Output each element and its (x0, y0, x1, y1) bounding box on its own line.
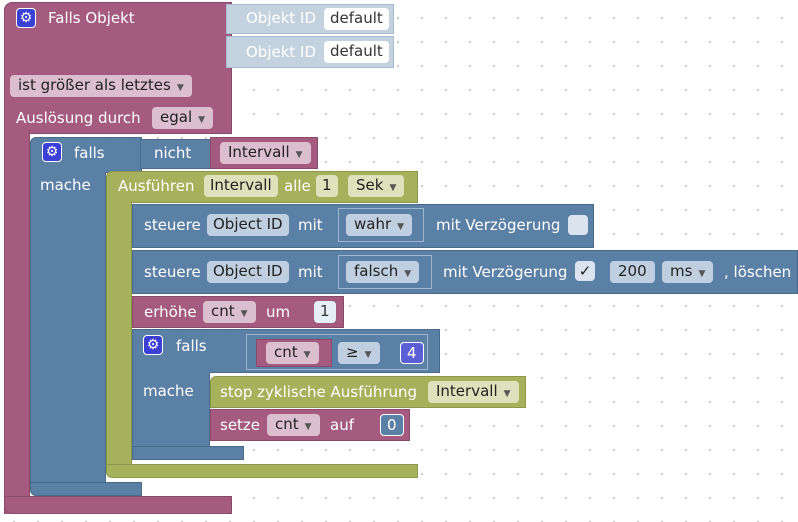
if-mache-label: mache (40, 176, 91, 194)
control-object-field[interactable]: Object ID (207, 261, 289, 283)
value-dropdown[interactable]: falsch▼ (346, 261, 420, 283)
gear-icon[interactable]: ⚙ (16, 8, 36, 28)
if-block-inner-bottom (132, 446, 244, 460)
chevron-down-icon: ▼ (364, 350, 372, 360)
object-id-label: Objekt ID (246, 9, 317, 27)
chevron-down-icon: ▼ (295, 150, 303, 160)
control-label: steuere (144, 263, 201, 281)
interval-every-label: alle (284, 177, 311, 195)
if-mache-label: mache (143, 382, 194, 400)
object-id-value[interactable]: default (324, 41, 389, 63)
delay-label: mit Verzögerung (436, 216, 561, 234)
object-id-label: Objekt ID (246, 43, 317, 61)
increment-label: erhöhe (144, 303, 197, 321)
delay-unit-dropdown[interactable]: ms▼ (662, 261, 714, 283)
if-block-outer-rail (30, 172, 106, 484)
delay-label: mit Verzögerung (443, 263, 568, 281)
gear-icon[interactable]: ⚙ (143, 335, 163, 355)
not-label: nicht (154, 144, 192, 162)
set-label: setze (220, 416, 261, 434)
value-dropdown[interactable]: wahr▼ (346, 214, 413, 236)
trigger-block-left-rail (4, 130, 30, 514)
condition-dropdown[interactable]: ist größer als letztes▼ (10, 75, 192, 97)
if-falls-label: falls (74, 144, 105, 162)
operator-dropdown[interactable]: ≥▼ (338, 342, 380, 364)
trigger-title: Falls Objekt (48, 9, 135, 27)
stop-var-dropdown[interactable]: Intervall▼ (428, 381, 519, 403)
interval-var-field[interactable]: Intervall (204, 175, 278, 197)
clear-label: , löschen (724, 263, 792, 281)
increment-var-dropdown[interactable]: cnt▼ (203, 301, 256, 323)
gear-icon[interactable]: ⚙ (42, 142, 62, 162)
delay-checkbox[interactable] (568, 215, 588, 235)
chevron-down-icon: ▼ (404, 269, 412, 279)
set-to-label: auf (330, 416, 354, 434)
interval-unit-dropdown[interactable]: Sek▼ (348, 175, 405, 197)
set-var-dropdown[interactable]: cnt▼ (267, 414, 320, 436)
stop-label: stop zyklische Ausführung (220, 383, 418, 401)
delay-value[interactable]: 200 (610, 261, 655, 283)
chevron-down-icon: ▼ (397, 222, 405, 232)
control-label: steuere (144, 216, 201, 234)
interval-block-bottom (106, 464, 418, 478)
control-mit-label: mit (298, 216, 323, 234)
if-block-inner-rail (132, 372, 210, 448)
control-object-field[interactable]: Object ID (207, 214, 289, 236)
chevron-down-icon: ▼ (240, 309, 248, 319)
chevron-down-icon: ▼ (176, 83, 184, 93)
not-block[interactable] (140, 139, 220, 169)
chevron-down-icon: ▼ (303, 350, 311, 360)
control-mit-label: mit (298, 263, 323, 281)
set-value[interactable]: 0 (380, 414, 404, 436)
increment-amount[interactable]: 1 (314, 301, 336, 323)
trigger-dropdown[interactable]: egal▼ (152, 107, 214, 129)
if-block-outer-bottom (30, 482, 142, 496)
chevron-down-icon: ▼ (503, 389, 511, 399)
chevron-down-icon: ▼ (389, 183, 397, 193)
if-falls-label: falls (176, 337, 207, 355)
increment-by-label: um (266, 303, 291, 321)
interval-variable-dropdown[interactable]: Intervall▼ (220, 142, 311, 164)
interval-block-rail (106, 201, 132, 467)
chevron-down-icon: ▼ (698, 269, 706, 279)
interval-label: Ausführen (118, 177, 195, 195)
interval-amount[interactable]: 1 (316, 175, 338, 197)
trigger-label: Auslösung durch (16, 109, 141, 127)
chevron-down-icon: ▼ (198, 115, 206, 125)
cnt-variable-dropdown[interactable]: cnt▼ (266, 342, 319, 364)
delay-checkbox[interactable]: ✓ (575, 261, 595, 281)
object-id-value[interactable]: default (324, 8, 389, 30)
trigger-block-bottom (4, 496, 232, 514)
compare-value[interactable]: 4 (400, 342, 424, 364)
chevron-down-icon: ▼ (304, 422, 312, 432)
